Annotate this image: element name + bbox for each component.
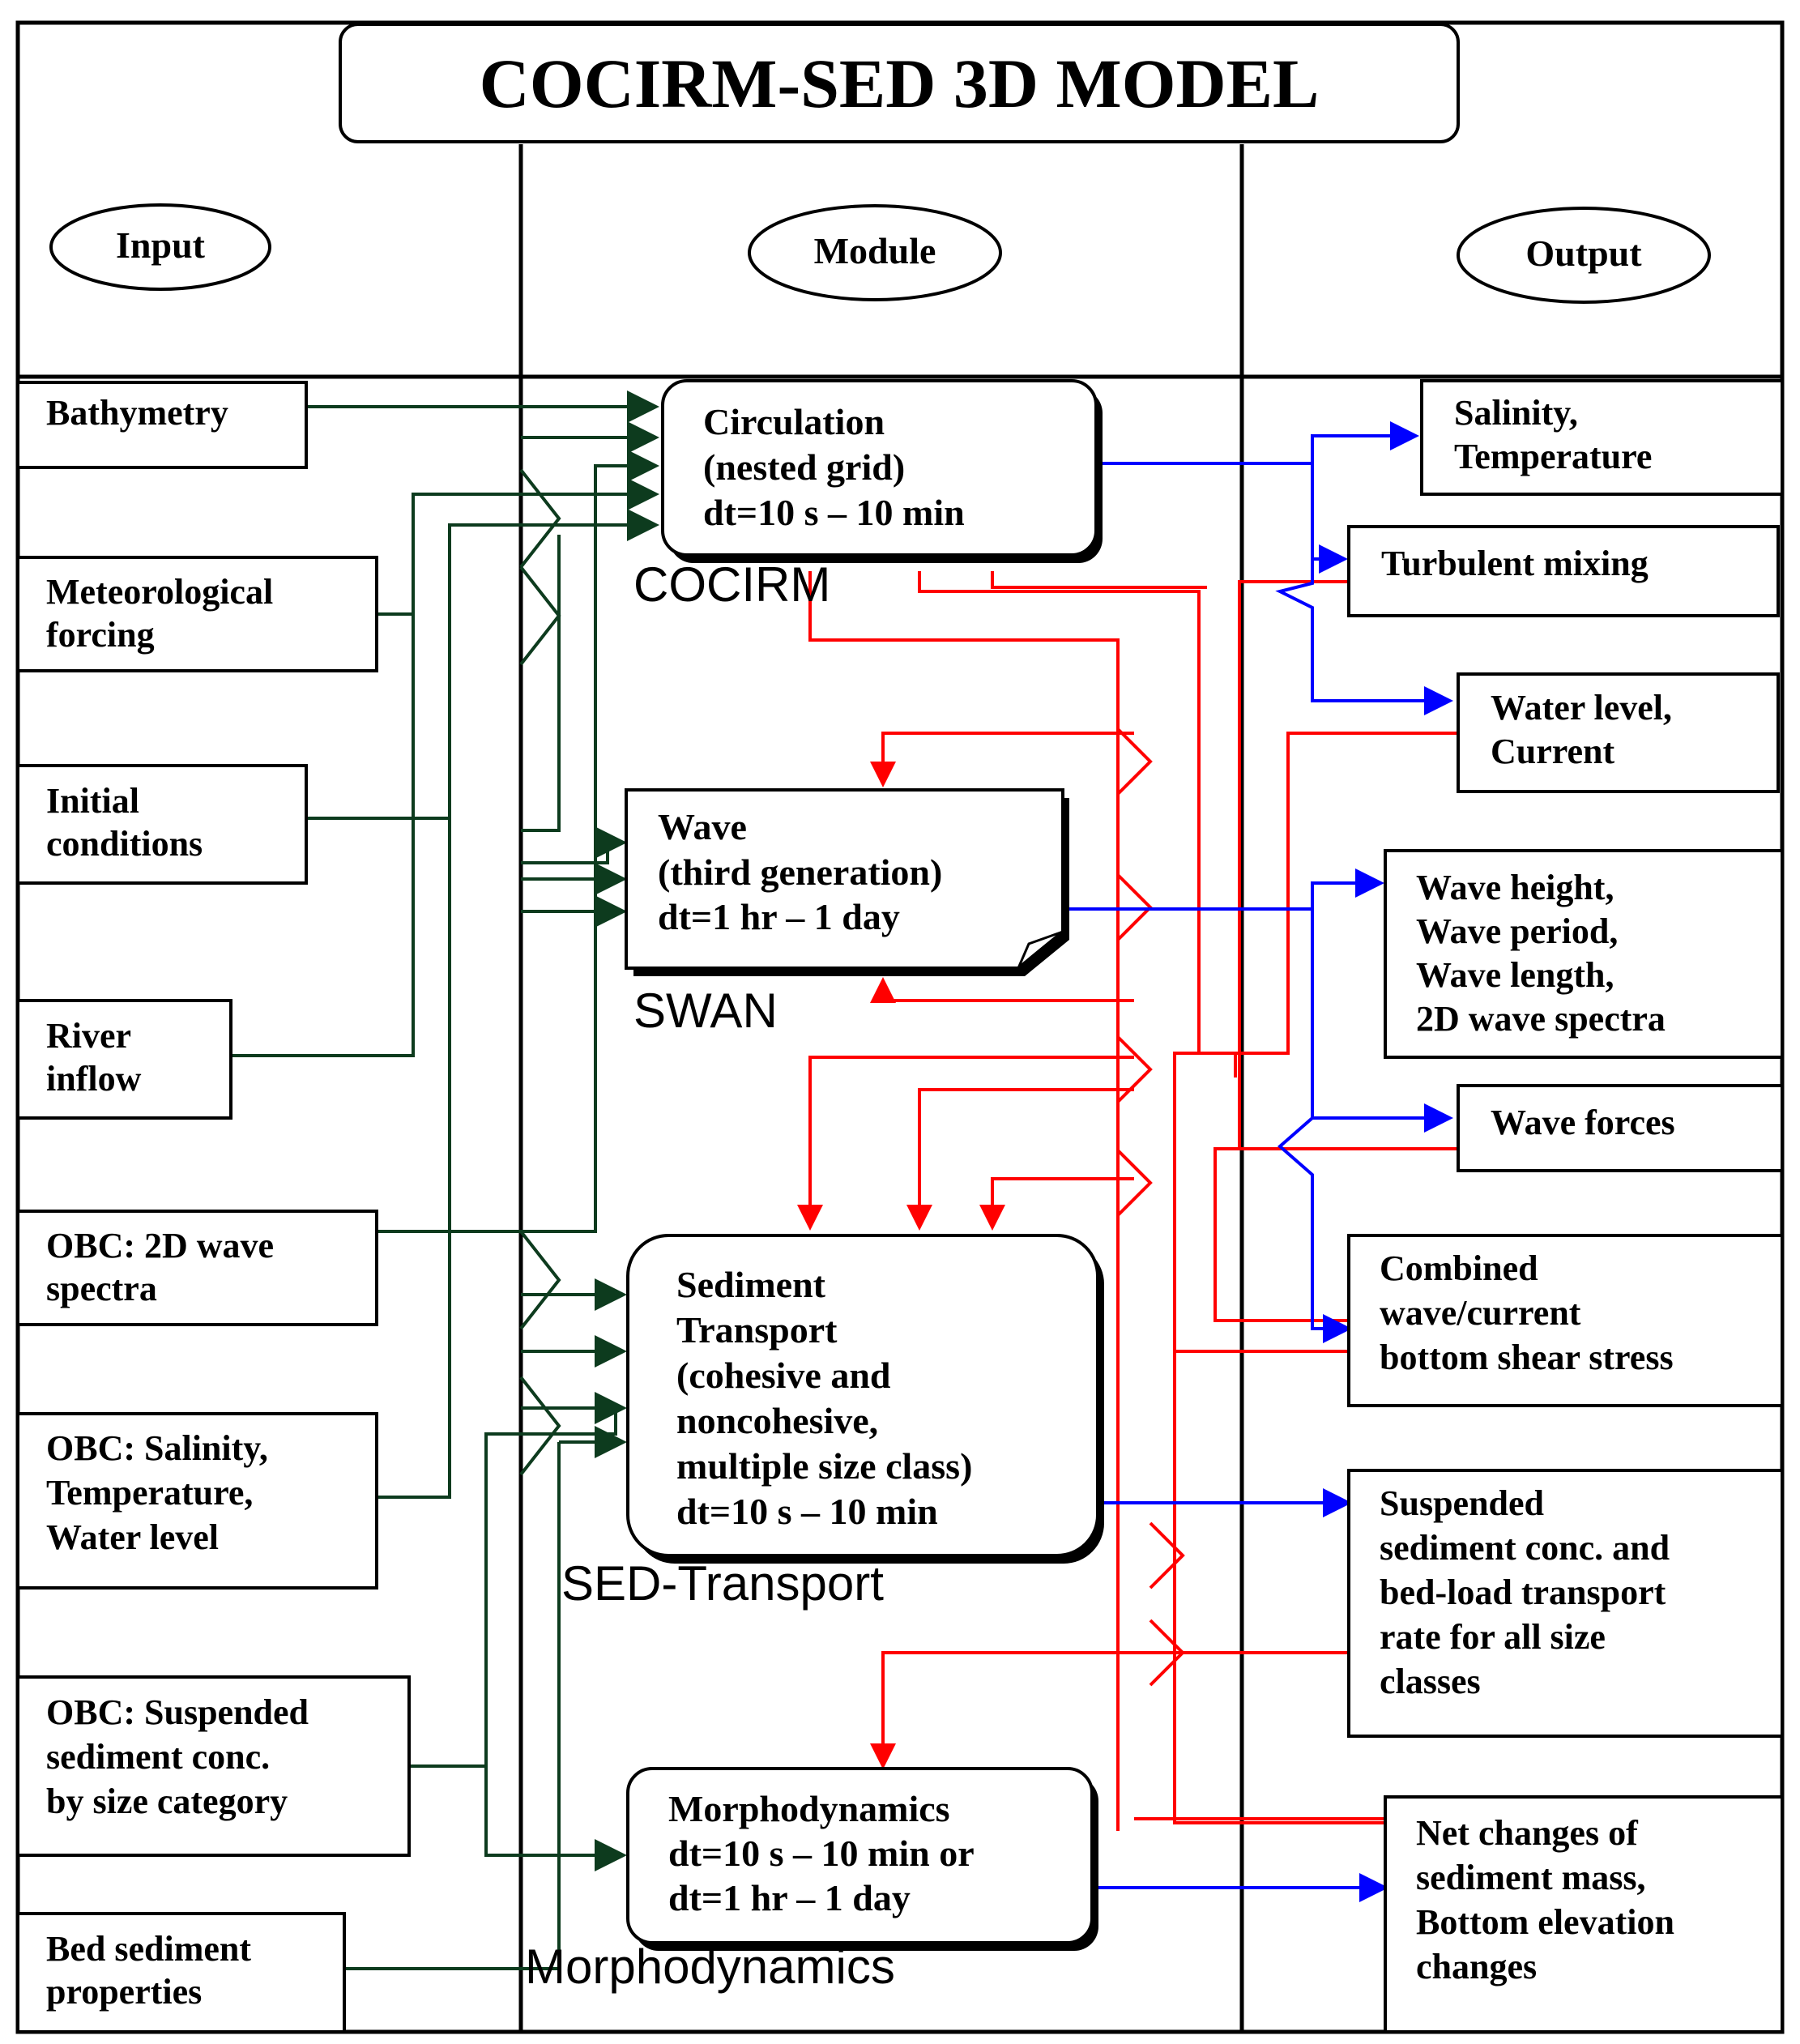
input-bathymetry: Bathymetry: [16, 381, 308, 469]
svg-text:Turbulent mixing: Turbulent mixing: [1381, 544, 1649, 583]
input-links: [231, 390, 659, 1970]
output-wave-forces: Wave forces: [1457, 1084, 1784, 1172]
svg-text:Salinity, Temperature: Salinity, Temperature: [1454, 393, 1652, 476]
sed-transport-label: SED-Transport: [561, 1556, 884, 1611]
cocirm-label: COCIRM: [633, 557, 830, 612]
output-header-oval: [1457, 207, 1711, 304]
svg-text:Initial conditions: Initial conditions: [46, 781, 203, 864]
svg-text:Meteorological forcing: Meteorological forcing: [46, 572, 282, 655]
module-morphodynamics: Morphodynamics dt=10 s – 10 min or dt=1 …: [525, 1767, 1098, 1994]
svg-text:Wave (third generation): Wave (third generation) dt=1 hr – 1 day: [658, 806, 952, 937]
svg-text:Suspended sediment conc.: Suspended sediment conc. and bed-load tr…: [1380, 1483, 1678, 1701]
output-net-changes-sediment: Net changes of sediment mass, Bottom ele…: [1384, 1795, 1784, 2033]
output-bottom-shear-stress: Combined wave/current bottom shear stres…: [1347, 1234, 1784, 1407]
svg-text:Bathymetry: Bathymetry: [46, 393, 228, 433]
input-obc-salinity-temperature-water-level: OBC: Salinity, Temperature, Water level: [16, 1412, 378, 1590]
output-links: [1065, 421, 1453, 1902]
title-box: [339, 23, 1460, 143]
module-header: Module: [814, 230, 936, 271]
output-turbulent-mixing: Turbulent mixing: [1347, 525, 1780, 617]
morphodynamics-label: Morphodynamics: [525, 1939, 895, 1994]
output-wave-parameters: Wave height, Wave period, Wave length, 2…: [1384, 849, 1784, 1059]
svg-text:OBC: 2D wave spectra: OBC: 2D wave spectra: [46, 1226, 283, 1308]
input-header: Input: [116, 224, 206, 266]
svg-text:River inflow: River inflow: [46, 1016, 142, 1099]
input-meteorological-forcing: Meteorological forcing: [16, 556, 378, 672]
svg-text:Bed sediment properties: Bed sediment properties: [46, 1929, 260, 2012]
svg-text:Wave height, Wave period: Wave height, Wave period, Wave length, 2…: [1416, 868, 1666, 1039]
svg-text:OBC: Suspended sediment: OBC: Suspended sediment conc. by size ca…: [46, 1692, 318, 1821]
input-river-inflow: River inflow: [16, 999, 232, 1120]
module-circulation: Circulation (nested grid) dt=10 s – 10 m…: [633, 379, 1103, 612]
output-salinity-temperature: Salinity, Temperature: [1420, 379, 1784, 496]
output-header: Output: [1525, 233, 1642, 274]
input-obc-suspended-sediment: OBC: Suspended sediment conc. by size ca…: [16, 1675, 411, 1857]
module-wave: Wave (third generation) dt=1 hr – 1 day …: [625, 788, 1069, 1038]
svg-text:Circulation (nested grid: Circulation (nested grid) dt=10 s – 10 m…: [703, 401, 965, 533]
svg-text:Morphodynamics dt=10 s –: Morphodynamics dt=10 s – 10 min or dt=1 …: [668, 1788, 983, 1918]
input-obc-2d-wave-spectra: OBC: 2D wave spectra: [16, 1210, 378, 1326]
svg-text:Wave forces: Wave forces: [1491, 1103, 1675, 1142]
svg-text:Sediment Transport: Sediment Transport (cohesive and noncohe…: [676, 1264, 982, 1532]
svg-text:Net changes of sediment: Net changes of sediment mass, Bottom ele…: [1416, 1813, 1683, 1986]
input-header-oval: [49, 203, 271, 291]
input-initial-conditions: Initial conditions: [16, 764, 308, 885]
title: COCIRM-SED 3D MODEL: [480, 45, 1320, 122]
swan-label: SWAN: [633, 984, 778, 1038]
module-sediment-transport: Sediment Transport (cohesive and noncohe…: [561, 1234, 1104, 1611]
output-suspended-sediment-conc: Suspended sediment conc. and bed-load tr…: [1347, 1469, 1784, 1738]
output-water-level-current: Water level, Current: [1457, 672, 1780, 793]
module-header-oval: [748, 204, 1002, 301]
svg-text:OBC: Salinity, Temperatu: OBC: Salinity, Temperature, Water level: [46, 1428, 277, 1557]
input-bed-sediment-properties: Bed sediment properties: [16, 1912, 346, 2033]
svg-text:Water level, Current: Water level, Current: [1491, 688, 1681, 771]
svg-text:Combined wave/current: Combined wave/current bottom shear stres…: [1380, 1248, 1674, 1377]
